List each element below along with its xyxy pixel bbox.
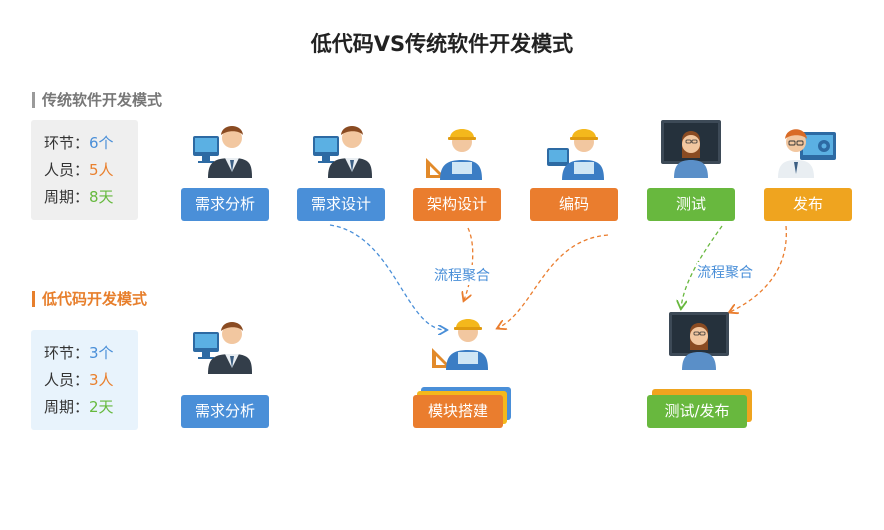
- stat-period: 周期：2天: [44, 394, 138, 421]
- stat-value: 5人: [89, 161, 114, 179]
- stat-value: 3个: [89, 344, 114, 362]
- arrow-arch-to-build: [464, 227, 474, 300]
- flow-label-merge-2: 流程聚合: [697, 262, 753, 282]
- stat-label: 环节：: [44, 134, 90, 152]
- stat-label: 周期：: [44, 188, 90, 206]
- lowcode-stats: 环节：3个 人员：3人 周期：2天: [31, 330, 138, 430]
- stat-label: 人员：: [44, 161, 90, 179]
- arrow-publish-to-testpublish: [730, 225, 787, 312]
- stat-people: 人员：5人: [44, 157, 138, 184]
- hardhat-engineer-icon: [426, 129, 482, 180]
- step-demand-design: 需求设计: [297, 188, 385, 221]
- lowcode-heading: 低代码开发模式: [32, 291, 147, 307]
- stat-value: 8天: [89, 188, 114, 206]
- arrow-design-to-build: [329, 224, 446, 330]
- traditional-heading: 传统软件开发模式: [32, 92, 162, 108]
- arrow-code-to-build: [498, 234, 609, 328]
- lc-step-test-release: 测试/发布: [647, 395, 747, 428]
- stat-value: 3人: [89, 371, 114, 389]
- lc-step-demand-analysis: 需求分析: [181, 395, 269, 428]
- woman-at-board-icon: [669, 312, 729, 370]
- stat-steps: 环节：3个: [44, 340, 138, 367]
- page-title: 低代码VS传统软件开发模式: [310, 32, 574, 56]
- man-with-gear-icon: [778, 129, 836, 178]
- step-demand-analysis: 需求分析: [181, 188, 269, 221]
- businessman-at-monitor-icon: [193, 126, 252, 178]
- hardhat-engineer-icon: [432, 319, 488, 370]
- stat-steps: 环节：6个: [44, 130, 138, 157]
- stat-value: 6个: [89, 134, 114, 152]
- step-release: 发布: [764, 188, 852, 221]
- hardhat-engineer-icon: [547, 129, 604, 180]
- stat-label: 环节：: [44, 344, 90, 362]
- arrow-test-to-testpublish: [681, 225, 723, 308]
- stat-value: 2天: [89, 398, 114, 416]
- stat-period: 周期：8天: [44, 184, 138, 211]
- flow-label-merge-1: 流程聚合: [434, 265, 490, 285]
- step-coding: 编码: [530, 188, 618, 221]
- step-architecture-design: 架构设计: [413, 188, 501, 221]
- traditional-stats: 环节：6个 人员：5人 周期：8天: [31, 120, 138, 220]
- lc-step-module-build: 模块搭建: [413, 395, 503, 428]
- stat-people: 人员：3人: [44, 367, 138, 394]
- woman-at-board-icon: [661, 120, 721, 178]
- step-testing: 测试: [647, 188, 735, 221]
- stat-label: 人员：: [44, 371, 90, 389]
- businessman-at-monitor-icon: [193, 322, 252, 374]
- businessman-at-monitor-icon: [313, 126, 372, 178]
- stat-label: 周期：: [44, 398, 90, 416]
